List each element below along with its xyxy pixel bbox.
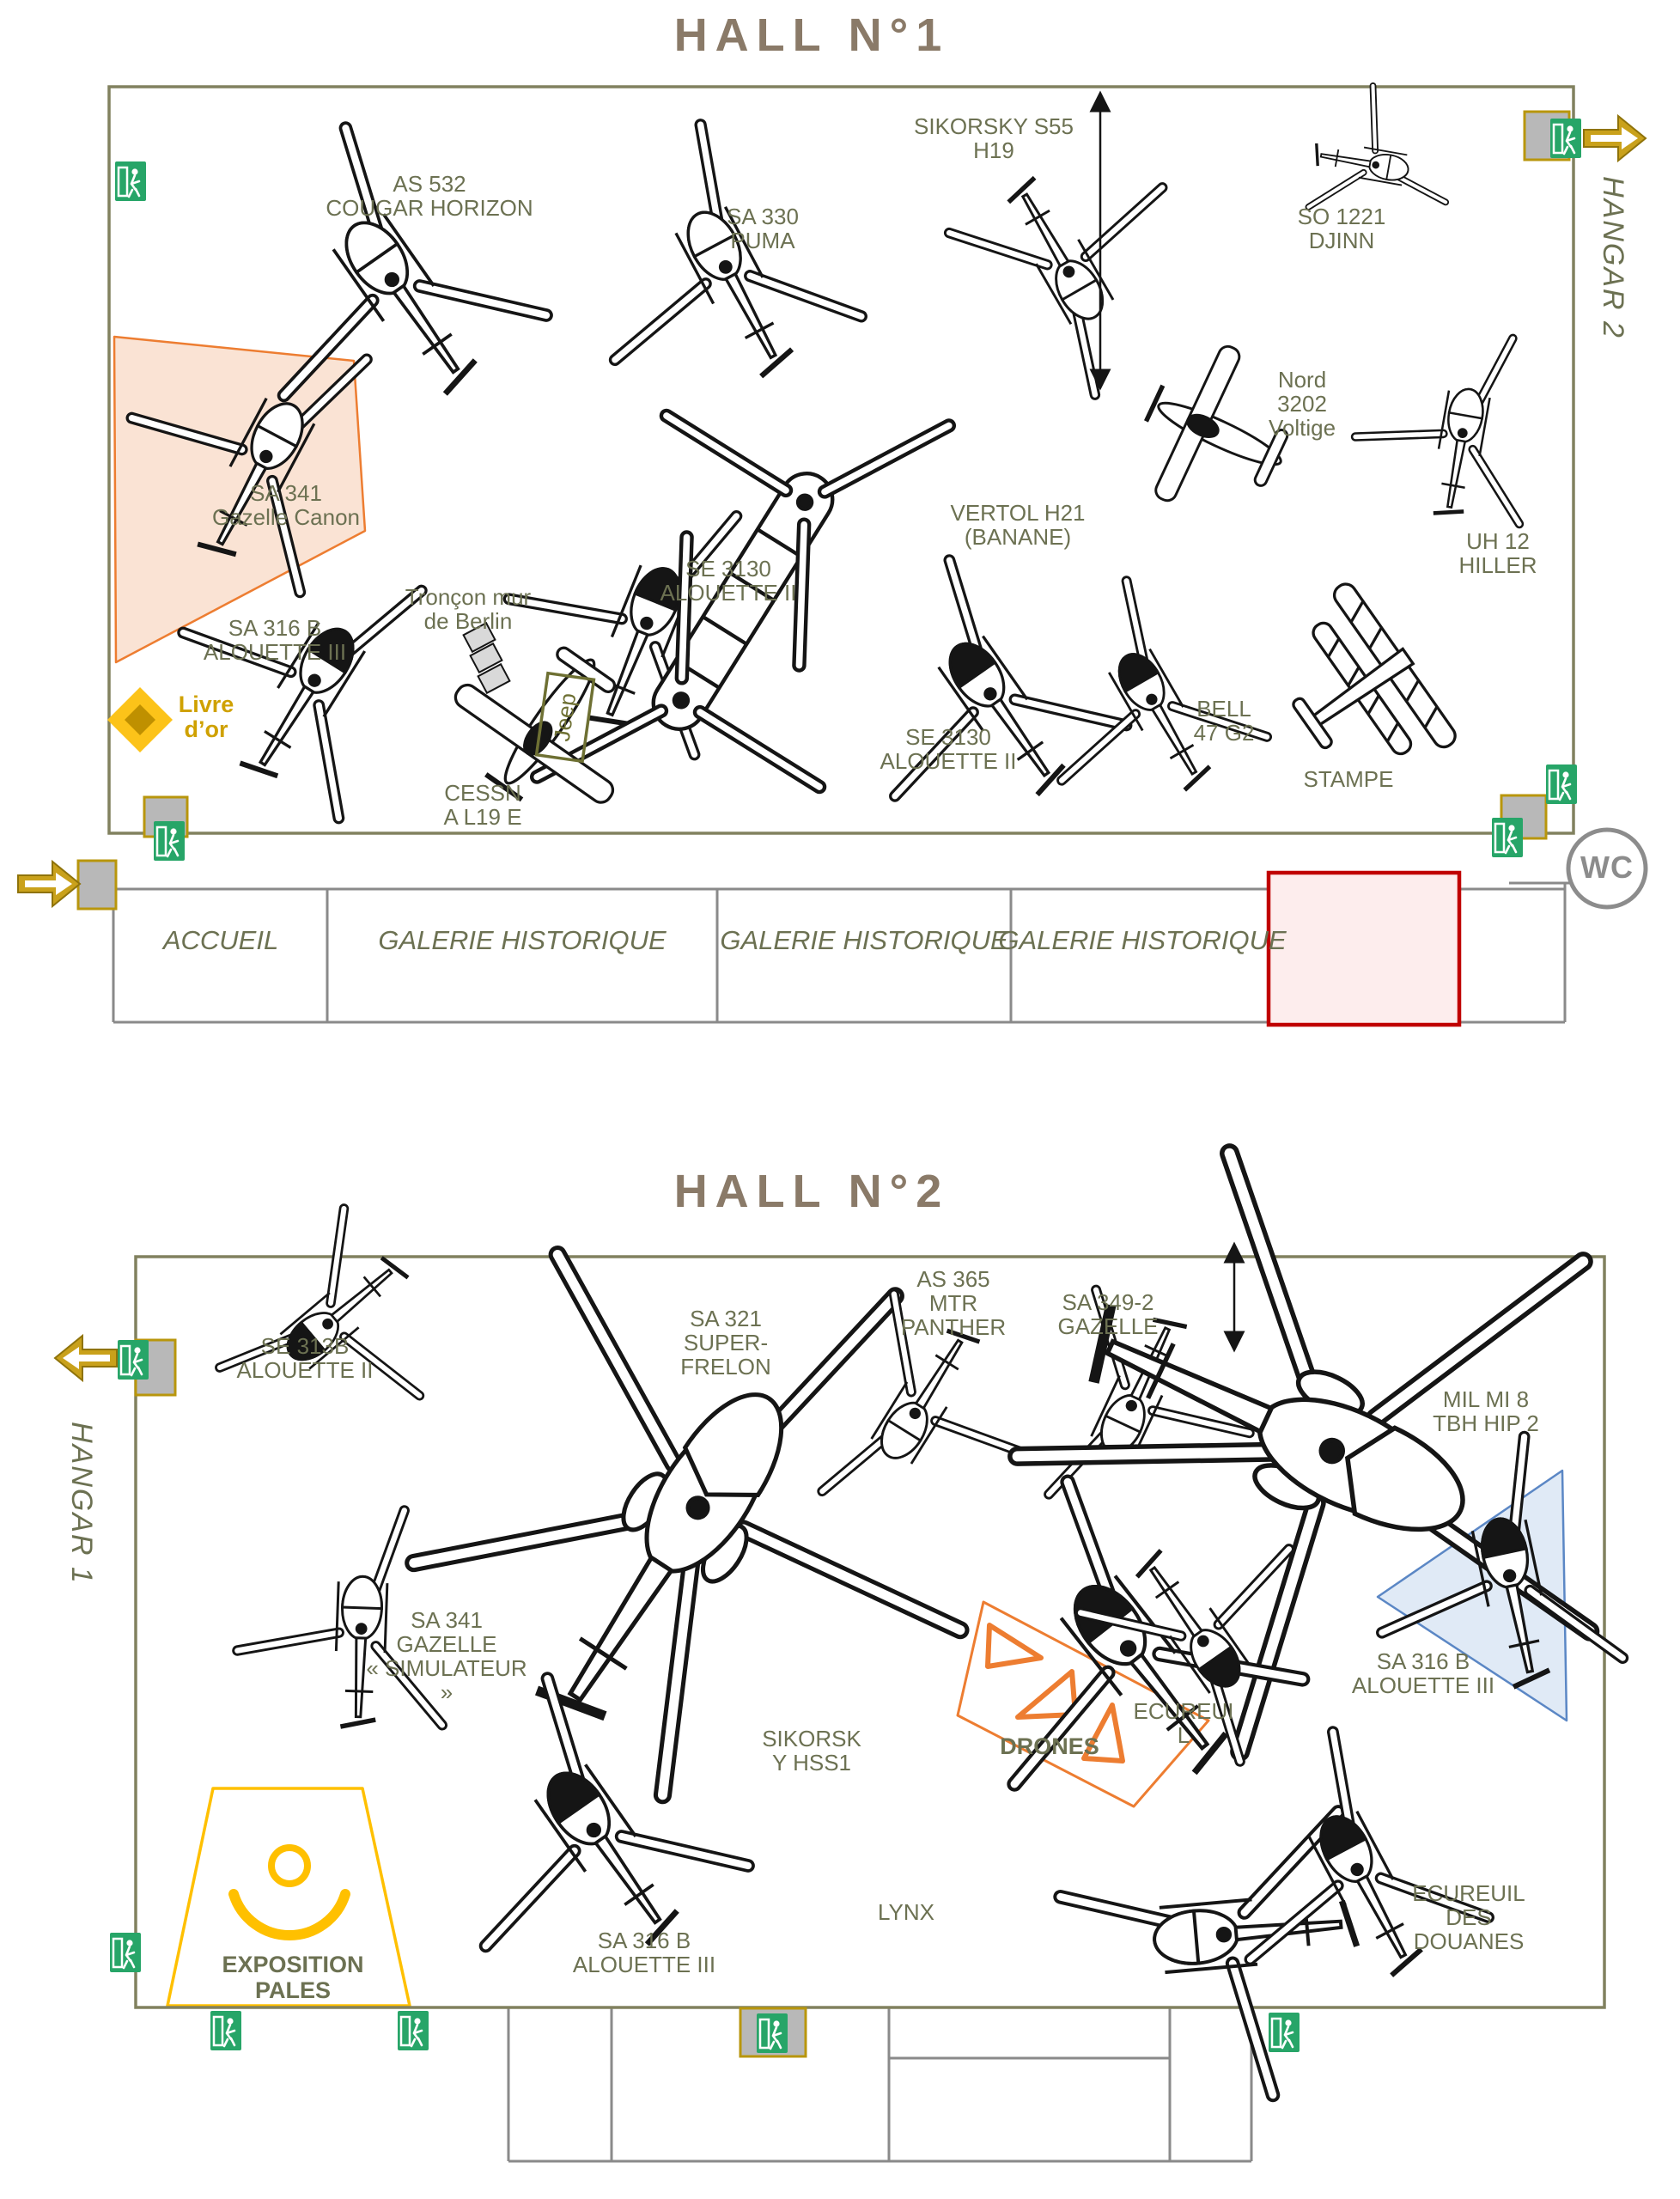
aircraft-sa316b-alouette-iii-sw-drawing — [372, 1636, 758, 2025]
aircraft-se3130-alouette-ii-b-drawing — [794, 523, 1135, 866]
exposition-pales-zone — [166, 1787, 411, 2007]
aircraft-sa349-2-gazelle-drawing — [1002, 1282, 1283, 1567]
exposition-pales-smile-icon — [228, 1889, 350, 1941]
direction-arrow-right-icon — [1583, 115, 1647, 161]
aircraft-so1221-djinn-drawing — [1302, 73, 1469, 236]
emergency-exit-icon — [113, 160, 148, 203]
rooms-layer — [107, 85, 1606, 2009]
aircraft-uh12-hiller-drawing — [1341, 309, 1556, 529]
direction-arrow-left-icon — [54, 1335, 118, 1381]
aircraft-sa330-puma-drawing — [529, 92, 871, 436]
drone-triangle-1 — [985, 1623, 1044, 1669]
aircraft-sikorsky-s55-h19-drawing — [941, 122, 1242, 425]
drone-triangle-3 — [1081, 1703, 1125, 1763]
emergency-exit-icon — [1267, 2011, 1301, 2054]
direction-arrow-right-icon — [17, 861, 81, 907]
hall1-outline — [107, 85, 1575, 835]
drones-zone — [956, 1600, 1210, 1808]
emergency-exit-icon — [209, 2009, 243, 2052]
emergency-exit-icon — [116, 1338, 150, 1381]
emergency-exit-icon — [1544, 763, 1579, 806]
aircraft-sa321-super-frelon-drawing — [329, 1118, 1105, 1894]
aircraft-sa341-gazelle-simulateur-drawing — [230, 1500, 456, 1731]
aircraft-se313b-alouette-ii-drawing — [186, 1201, 474, 1489]
exposition-pales-person-icon — [268, 1844, 311, 1887]
berlin-wall-segment-icon — [462, 621, 496, 654]
emergency-exit-icon — [152, 819, 186, 862]
door — [76, 859, 118, 911]
guestbook-diamond-inner — [125, 704, 155, 735]
hall2-outline — [134, 1255, 1606, 2009]
aircraft-as365-mtr-panther-drawing — [778, 1287, 1070, 1581]
emergency-exit-icon — [108, 1931, 143, 1974]
drone-triangle-2 — [1015, 1669, 1078, 1720]
icons-layer — [17, 90, 1648, 2058]
jeep-box — [534, 671, 596, 764]
emergency-exit-icon — [1490, 816, 1525, 859]
aircraft-sikorsky-hss1-drawing — [879, 1432, 1314, 1869]
wc-circle — [1566, 827, 1648, 910]
red-reserved-zone — [1266, 870, 1462, 1027]
emergency-exit-icon — [1549, 117, 1583, 160]
aircraft-nord-3202-voltige-drawing — [1119, 328, 1316, 539]
berlin-wall-segment-icon — [469, 642, 503, 674]
emergency-exit-icon — [755, 2012, 789, 2055]
berlin-wall-segment-icon — [477, 662, 511, 695]
aircraft-stampe-drawing — [1251, 576, 1465, 807]
emergency-exit-icon — [396, 2009, 430, 2052]
